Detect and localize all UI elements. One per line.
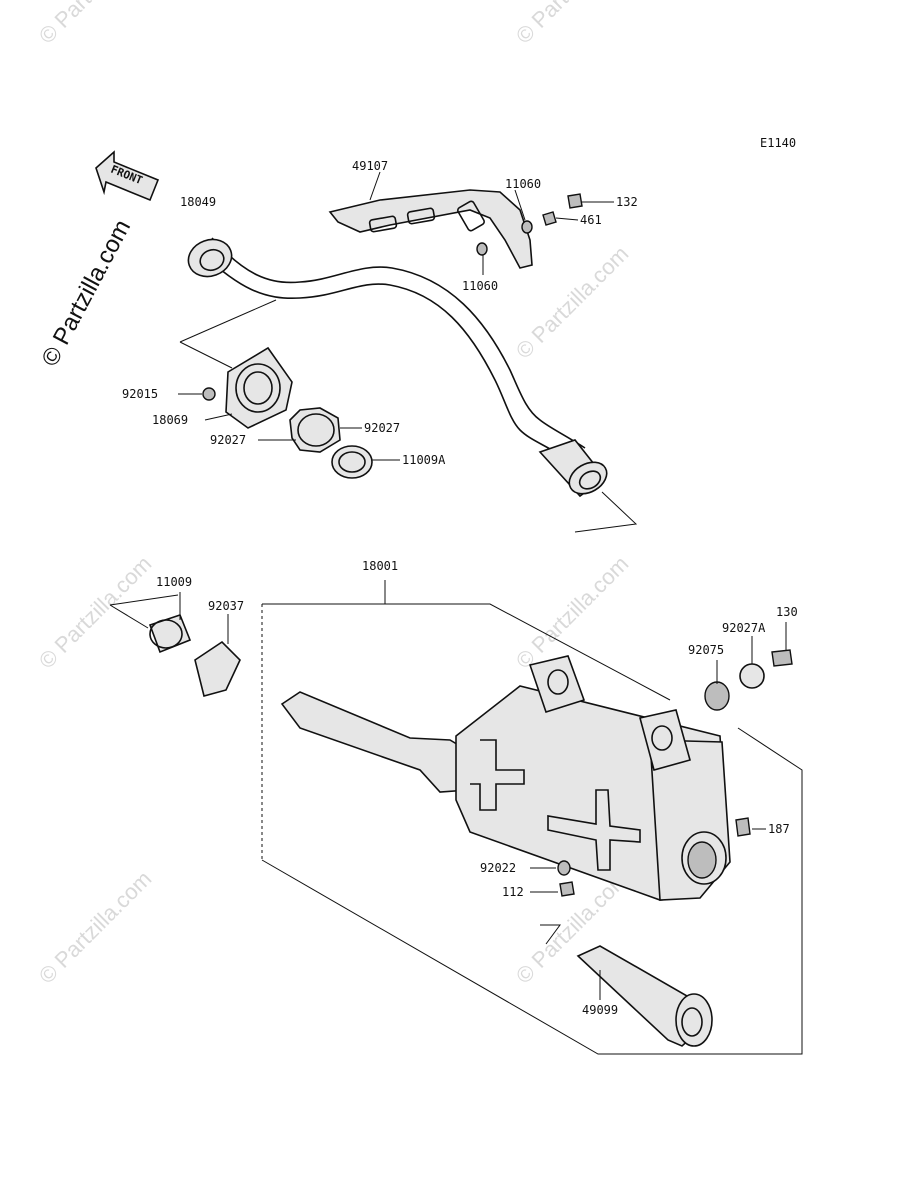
part-label-92037: 92037 (208, 599, 244, 613)
copyright-text: © Partzilla.com (36, 215, 136, 370)
nut-92015 (202, 387, 216, 401)
part-label-92075: 92075 (688, 643, 724, 657)
part-label-49107: 49107 (352, 159, 388, 173)
clamp-92037 (194, 640, 241, 697)
upper-leaders (178, 171, 638, 533)
lower-leaders (179, 592, 787, 1000)
muffler (280, 655, 731, 901)
part-label-11009A: 11009A (402, 453, 446, 467)
bolt-187 (735, 817, 751, 837)
part-label-18001: 18001 (362, 559, 398, 573)
flange-assembly (202, 346, 373, 479)
muffler-frame (109, 580, 803, 1055)
watermark: © Partzilla.com (34, 0, 157, 49)
part-labels: 18049 49107 11060 132 461 11060 92015 18… (122, 159, 798, 1017)
watermark: © Partzilla.com (511, 0, 634, 49)
heat-shield (328, 189, 533, 269)
gasket-11009 (148, 614, 192, 654)
washer-11060 (521, 220, 533, 234)
washer-11060 (476, 242, 488, 256)
watermark: © Partzilla.com (511, 551, 634, 674)
part-label-49099: 49099 (582, 1003, 618, 1017)
part-label-112: 112 (502, 885, 524, 899)
bolt-112 (559, 881, 575, 897)
collar-92075 (704, 681, 730, 711)
part-label-11060: 11060 (505, 177, 541, 191)
part-label-92027: 92027 (210, 433, 246, 447)
lower-hardware (148, 614, 793, 1047)
washer-92027A (739, 663, 765, 689)
part-label-92027A: 92027A (722, 621, 766, 635)
part-label-18069: 18069 (152, 413, 188, 427)
part-label-11009: 11009 (156, 575, 192, 589)
front-arrow: FRONT (95, 150, 160, 202)
gasket-11009A (331, 445, 373, 479)
part-label-11060: 11060 (462, 279, 498, 293)
part-label-130: 130 (776, 605, 798, 619)
part-label-461: 461 (580, 213, 602, 227)
watermark: © Partzilla.com (34, 866, 157, 989)
part-label-18049: 18049 (180, 195, 216, 209)
diagram-code: E1140 (760, 136, 796, 150)
header-pipe (187, 237, 608, 498)
part-label-92015: 92015 (122, 387, 158, 401)
shield-hardware (476, 193, 583, 256)
watermark: © Partzilla.com (34, 551, 157, 674)
bolt-132 (567, 193, 583, 209)
nut-461 (542, 211, 557, 226)
part-label-92022: 92022 (480, 861, 516, 875)
part-label-132: 132 (616, 195, 638, 209)
part-label-187: 187 (768, 822, 790, 836)
bolt-130 (771, 649, 793, 667)
part-label-92027: 92027 (364, 421, 400, 435)
washer-92022 (557, 860, 571, 876)
